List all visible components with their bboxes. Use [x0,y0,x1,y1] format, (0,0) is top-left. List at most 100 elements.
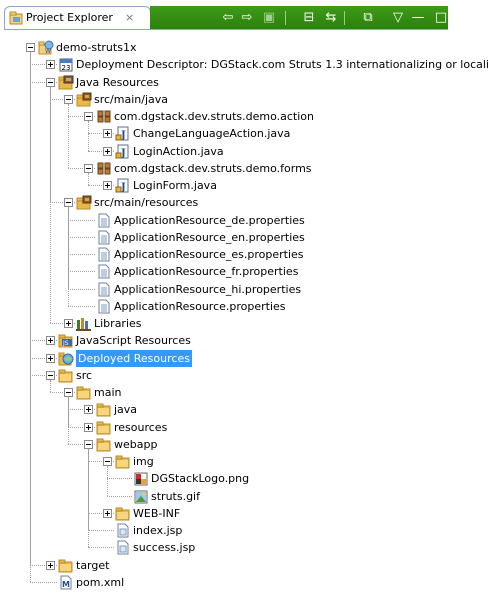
tree-node[interactable]: ApplicationResource_fr.properties [96,263,448,280]
tree-connector [68,271,95,273]
expand-icon[interactable] [103,508,112,518]
filter-icon[interactable]: ⧉ [363,10,373,25]
tree-node[interactable]: webapp [96,436,448,453]
tree-node[interactable]: main [76,384,448,401]
tree-node[interactable]: J LoginAction.java [115,143,448,160]
properties-file-icon [96,264,112,279]
forward-arrow-icon[interactable]: ⇨ [241,10,253,25]
collapse-all-icon[interactable]: ⊟ [303,10,315,25]
tree-connector [50,98,75,100]
tree-node[interactable]: ApplicationResource_en.properties [96,229,448,246]
tree-node[interactable]: resources [96,419,448,436]
tree-connector [30,374,57,376]
tree-node[interactable]: Java Resources [58,74,448,91]
tree-connector [88,133,114,135]
collapse-icon[interactable] [103,457,112,466]
expand-icon[interactable] [103,129,112,139]
maximize-icon[interactable]: □ [434,10,448,25]
expand-icon[interactable] [84,405,93,415]
tree-node[interactable]: Libraries [76,315,448,332]
tree-node[interactable]: struts.gif [133,488,448,505]
tree-connector [68,116,95,117]
toolbar-separator [285,11,286,25]
tree-connector [88,547,114,549]
tree-node[interactable]: success.jsp [115,539,448,556]
svg-text:J: J [120,148,126,159]
folder-icon [96,402,112,417]
expand-icon[interactable] [84,422,93,432]
expand-icon[interactable] [103,146,112,156]
tree-node[interactable]: java [96,401,448,418]
folder-icon [115,454,131,469]
tree-node[interactable]: img [115,453,448,470]
tree-node[interactable]: index.jsp [115,522,448,539]
tree-node-label: ApplicationResource_hi.properties [114,282,302,296]
link-with-editor-icon[interactable]: ⇆ [325,10,337,25]
folder-icon [96,437,112,452]
tree-node-label: LoginAction.java [133,144,224,158]
tree-node[interactable]: src [58,367,448,384]
tree-node-label: struts.gif [151,489,200,503]
collapse-icon[interactable] [64,388,73,397]
expand-icon[interactable] [46,336,55,346]
folder-icon [115,506,131,521]
expand-icon[interactable] [46,60,55,70]
tree-connector [88,121,89,151]
tree-connector [88,512,114,514]
tree-node[interactable]: src/main/resources [76,194,448,211]
tree-connector [68,167,95,169]
tree-connector [30,340,57,342]
collapse-icon[interactable] [84,112,93,121]
expand-icon[interactable] [103,181,112,190]
tree-node-label: main [94,386,122,399]
tree-node[interactable]: WEB-INF [115,505,448,522]
expand-icon[interactable] [46,560,55,570]
tree-node[interactable]: src/main/java [76,91,448,108]
close-icon[interactable]: × [125,11,135,24]
tree-node-label: img [133,455,154,468]
tree-node[interactable]: ApplicationResource.properties [96,298,448,315]
tree-connector [88,530,114,531]
tree-node-label: resources [114,420,168,434]
java-resources-icon [58,75,74,90]
go-up-folder-icon[interactable]: ▣ [262,10,276,25]
tree-connector [68,207,69,306]
tree-node[interactable]: ApplicationResource_es.properties [96,246,448,263]
tree-node-label: success.jsp [133,541,196,555]
tree-node[interactable]: Deployed Resources [58,349,448,367]
libraries-icon [76,316,92,331]
deployed-resources-icon [58,351,74,366]
collapse-icon[interactable] [84,163,93,173]
tree-node[interactable]: com.dgstack.dev.struts.demo.forms [96,160,448,177]
collapse-icon[interactable] [46,370,55,380]
expand-icon[interactable] [64,319,73,328]
tab-project-explorer[interactable]: Project Explorer × [4,6,151,30]
tree-node[interactable]: target [58,557,448,574]
tree-node-label: src/main/resources [94,196,199,210]
expand-icon[interactable] [46,353,55,363]
tree-node-label: LoginForm.java [133,179,217,192]
tree-connector [50,323,75,324]
tree-node[interactable]: com.dgstack.dev.struts.demo.action [96,108,448,125]
collapse-icon[interactable] [26,43,35,52]
java-file-icon: J [115,144,131,159]
collapse-icon[interactable] [46,77,55,87]
tree-node[interactable]: DGStackLogo.png [133,470,448,487]
back-arrow-icon[interactable]: ⇦ [222,10,234,25]
maven-pom-icon: M [58,575,74,590]
tree-node-label: target [76,558,110,572]
tree-node[interactable]: ApplicationResource_de.properties [96,212,448,229]
collapse-icon[interactable] [64,198,73,208]
tree-node[interactable]: ApplicationResource_hi.properties [96,281,448,298]
collapse-icon[interactable] [84,439,93,449]
collapse-icon[interactable] [64,94,73,104]
minimize-icon[interactable]: — [411,10,425,25]
view-menu-icon[interactable]: ▽ [393,10,403,25]
